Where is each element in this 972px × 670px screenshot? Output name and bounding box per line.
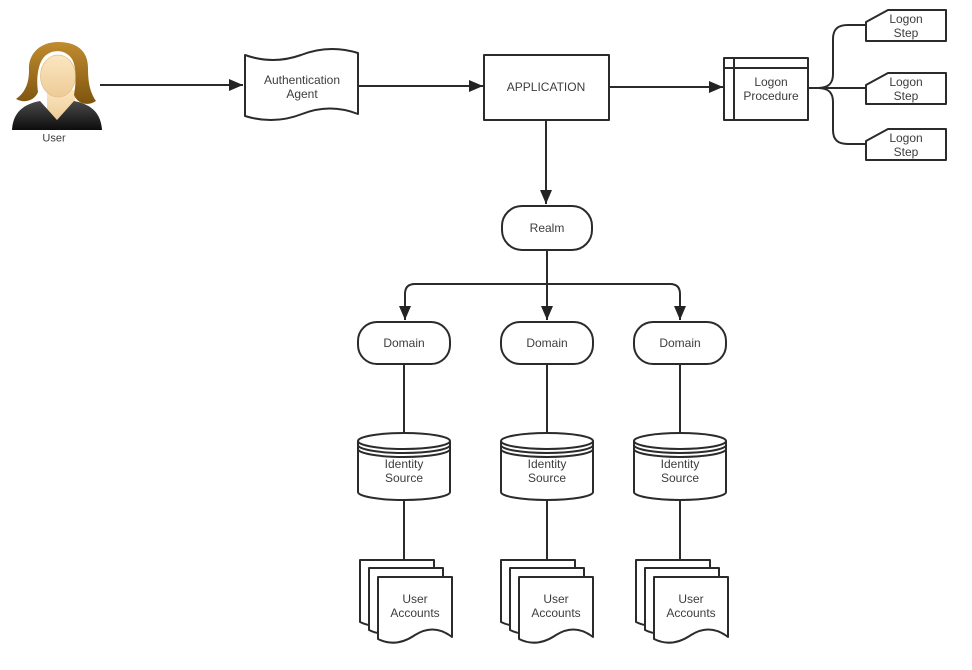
logon-step-label-3: Logon Step — [889, 130, 923, 159]
edge-realm-to-domain-3 — [547, 283, 686, 320]
logon-procedure-label: Logon Procedure — [743, 74, 799, 103]
user-accounts-label-2: User Accounts — [531, 591, 581, 620]
user-accounts-node-2 — [500, 559, 594, 644]
logon-procedure-node — [723, 57, 809, 121]
user-accounts-label-1: User Accounts — [390, 591, 440, 620]
user-face — [40, 54, 76, 98]
edge-procedure-to-step-3 — [817, 87, 866, 145]
edge-realm-to-domain-1 — [399, 283, 547, 320]
logon-step-node-1 — [865, 9, 947, 42]
domain-node-2 — [500, 321, 594, 365]
logon-step-label-1: Logon Step — [889, 11, 923, 40]
realm-node — [501, 205, 593, 251]
domain-label-1: Domain — [383, 335, 425, 350]
domain-label-2: Domain — [526, 335, 568, 350]
identity-source-node-3 — [633, 432, 727, 501]
user-hair — [16, 42, 96, 104]
edge-procedure-to-step-1 — [817, 24, 866, 89]
user-accounts-label-3: User Accounts — [666, 591, 716, 620]
realm-label: Realm — [529, 220, 565, 235]
logon-step-label-2: Logon Step — [889, 74, 923, 103]
domain-label-3: Domain — [659, 335, 701, 350]
identity-source-label-1: Identity Source — [384, 456, 424, 485]
domain-node-1 — [357, 321, 451, 365]
application-node — [483, 54, 610, 121]
identity-source-label-3: Identity Source — [660, 456, 700, 485]
logon-step-node-2 — [865, 72, 947, 105]
user-accounts-node-1 — [359, 559, 453, 644]
identity-source-node-2 — [500, 432, 594, 501]
user-label: User — [42, 132, 66, 145]
authentication-agent-label: Authentication Agent — [263, 72, 341, 101]
identity-source-label-2: Identity Source — [527, 456, 567, 485]
user-body — [12, 101, 102, 130]
domain-node-3 — [633, 321, 727, 365]
user-icon — [12, 42, 102, 130]
identity-source-node-1 — [357, 432, 451, 501]
user-accounts-node-3 — [635, 559, 729, 644]
logon-step-node-3 — [865, 128, 947, 161]
authentication-agent-shape — [244, 48, 359, 121]
application-label: APPLICATION — [506, 79, 586, 94]
